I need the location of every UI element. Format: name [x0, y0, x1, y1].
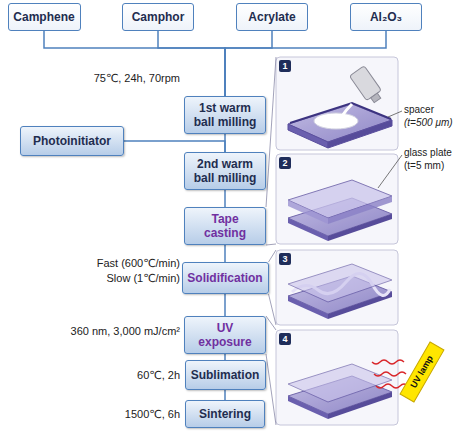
leader-line — [388, 111, 402, 117]
node-text: Camphene — [13, 10, 74, 24]
note-label: 60℃, 2h — [137, 369, 180, 382]
flow-connector — [124, 141, 225, 152]
node-text: 1st warm ball milling — [189, 101, 261, 129]
slurry — [314, 113, 358, 129]
pour-stream — [342, 104, 352, 116]
node-text: Tape casting — [189, 212, 261, 240]
node-text: Sublimation — [191, 368, 260, 382]
node-text: Sintering — [199, 407, 251, 421]
process-box: Solidification — [182, 262, 269, 294]
leader-line — [266, 244, 276, 245]
node-text: Photoinitiator — [33, 134, 111, 148]
material-box: Camphor — [122, 3, 194, 31]
note-label: Slow (1℃/min) — [107, 272, 180, 285]
uv-rays — [372, 360, 408, 388]
note-label: 75℃, 24h, 70rpm — [94, 72, 180, 85]
leader-line — [269, 294, 277, 325]
plate-edge — [328, 196, 392, 224]
leader-line — [378, 155, 402, 188]
note-label: 1500℃, 6h — [125, 408, 180, 421]
process-box: 1st warm ball milling — [184, 96, 266, 134]
note-label: 360 nm, 3,000 mJ/cm² — [71, 325, 180, 338]
node-text: UV exposure — [189, 321, 261, 349]
node-text: Acrylate — [248, 10, 295, 24]
node-text: Solidification — [187, 271, 262, 285]
leader-line — [269, 250, 277, 262]
process-box: Sintering — [185, 400, 265, 428]
note-label: (t=5 mm) — [404, 159, 444, 172]
flow-connector — [224, 294, 226, 316]
process-box: Tape casting — [184, 207, 266, 245]
bottle — [349, 66, 384, 106]
callout-number: 4 — [279, 333, 291, 345]
callout-number: 3 — [279, 253, 291, 265]
step-frame — [276, 57, 398, 150]
leader-line — [266, 316, 276, 330]
plate-edge — [288, 218, 328, 241]
glass-plate — [288, 264, 392, 302]
note-label: glass plate — [404, 146, 452, 159]
flow-connector — [224, 190, 226, 207]
flow-connector — [224, 390, 226, 400]
flow-connector — [225, 31, 386, 96]
note-label: Fast (600℃/min) — [97, 257, 180, 270]
process-box: UV exposure — [184, 316, 266, 354]
step-frame — [276, 330, 398, 425]
callout-number: 1 — [279, 60, 291, 72]
material-box: Al₂O₃ — [350, 3, 422, 31]
process-box: Photoinitiator — [20, 126, 124, 156]
process-box: 2nd warm ball milling — [184, 152, 266, 190]
node-text: Camphor — [132, 10, 185, 24]
uv-lamp — [400, 342, 444, 402]
process-box: Sublimation — [185, 360, 266, 390]
step-frame — [276, 154, 398, 244]
note-label: spacer — [404, 103, 434, 116]
flow-connector — [224, 245, 226, 262]
material-box: Camphene — [8, 3, 81, 31]
leader-line — [266, 354, 276, 425]
step-frame — [276, 250, 398, 325]
leader-line — [266, 57, 276, 207]
material-box: Acrylate — [236, 3, 308, 31]
callout-number: 2 — [279, 157, 291, 169]
plate-edge — [288, 200, 328, 224]
node-text: 2nd warm ball milling — [189, 157, 261, 185]
note-label: (t=500 μm) — [404, 116, 453, 129]
node-text: Al₂O₃ — [370, 10, 402, 24]
flow-connector — [158, 31, 225, 96]
flow-connector — [44, 31, 225, 96]
glass-plate — [288, 364, 392, 402]
flow-connector — [225, 31, 272, 96]
